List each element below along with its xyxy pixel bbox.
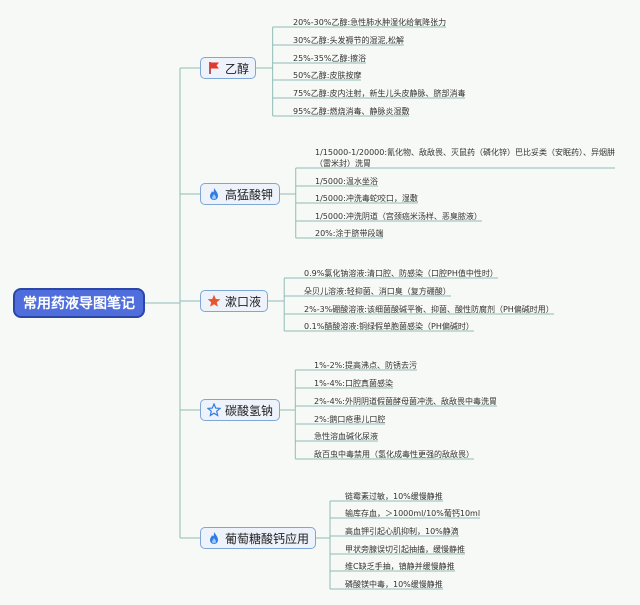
- leaf-item: 磷酸镁中毒，10%缓慢静推: [345, 580, 443, 589]
- branch-label: 葡萄糖酸钙应用: [225, 531, 310, 546]
- leaf-item: 1/15000-1/20000:氰化物、敌敌畏、灭鼠药（磷化锌）巴比妥类（安眠药…: [315, 148, 616, 168]
- leaf-item: 2%-3%硼酸溶液:该细菌酸碱平衡、抑菌、酸性防腐剂（PH偏碱时用）: [304, 305, 554, 314]
- leaf-item: 输库存血，＞1000ml/10%葡钙10ml: [345, 509, 481, 518]
- leaf-item: 急性溶血碱化尿液: [314, 432, 378, 441]
- leaf-item: 2%-4%:外阴阴道假菌酵母菌冲洗、敌敌畏中毒洗胃: [314, 397, 497, 406]
- leaf-item: 甲状旁腺误切引起抽搐，缓慢静推: [345, 545, 465, 554]
- leaf-item: 1%-2%:提高沸点、防锈去污: [314, 361, 417, 370]
- branch-potassium-permanganate[interactable]: 高猛酸钾: [200, 183, 281, 205]
- leaf-item: 0.9%氯化钠溶液:清口腔、防感染（口腔PH值中性时）: [304, 269, 498, 278]
- branch-ethanol[interactable]: 乙醇: [200, 57, 257, 79]
- leaf-item: 1/5000:冲洗阴道（宫颈癌米汤样、恶臭脓液）: [315, 212, 482, 221]
- leaf-item: 链霉素过敏，10%缓慢静推: [345, 492, 443, 501]
- leaf-item: 50%乙醇:皮肤按摩: [293, 71, 362, 80]
- orange-star-icon: [207, 294, 221, 308]
- blue-flame-icon: [207, 187, 221, 201]
- branch-label: 碳酸氢钠: [225, 403, 274, 418]
- branch-label: 高猛酸钾: [225, 187, 274, 202]
- central-topic-label: 常用药液导图笔记: [23, 296, 135, 312]
- leaf-item: 1/5000:温水坐浴: [315, 177, 378, 186]
- blue-flame-icon: [207, 531, 221, 545]
- leaf-item: 20%-30%乙醇:急性肺水肿湿化给氧降张力: [293, 18, 447, 27]
- leaf-item: 1%-4%:口腔真菌感染: [314, 379, 393, 388]
- leaf-item: 2%:鹅口疮患儿口腔: [314, 415, 386, 424]
- branch-sodium-bicarbonate[interactable]: 碳酸氢钠: [200, 399, 281, 421]
- star-outline-icon: [207, 403, 221, 417]
- branch-label: 漱口液: [225, 294, 262, 309]
- leaf-item: 朵贝儿溶液:轻抑菌、消口臭（复方硼酸）: [304, 287, 451, 296]
- leaf-item: 20%:涂于脐带段端: [315, 229, 384, 238]
- leaf-item: 维C缺乏手抽，镇静并缓慢静推: [345, 562, 455, 571]
- leaf-item: 30%乙醇:头发褥节的湿泥,松解: [293, 36, 405, 45]
- leaf-item: 0.1%醋酸溶液:铜绿假单胞菌感染（PH偏碱时）: [304, 322, 474, 331]
- red-flag-icon: [207, 61, 221, 75]
- leaf-item: 高血钾引起心肌抑制，10%静滴: [345, 527, 459, 536]
- leaf-item: 敌百虫中毒禁用（氢化成毒性更强的敌敌畏）: [314, 450, 474, 459]
- leaf-item: 1/5000:冲洗毒蛇咬口，湿敷: [315, 194, 418, 203]
- central-topic[interactable]: 常用药液导图笔记: [13, 288, 145, 318]
- leaf-item: 25%-35%乙醇:擦浴: [293, 54, 367, 63]
- branch-label: 乙醇: [225, 61, 250, 76]
- leaf-item: 95%乙醇:燃烧消毒、静脉炎湿敷: [293, 107, 410, 116]
- leaf-item: 75%乙醇:皮内注射，新生儿头皮静脉、脐部消毒: [293, 89, 466, 98]
- branch-calcium-gluconate[interactable]: 葡萄糖酸钙应用: [200, 527, 317, 549]
- branch-mouthwash[interactable]: 漱口液: [200, 290, 269, 312]
